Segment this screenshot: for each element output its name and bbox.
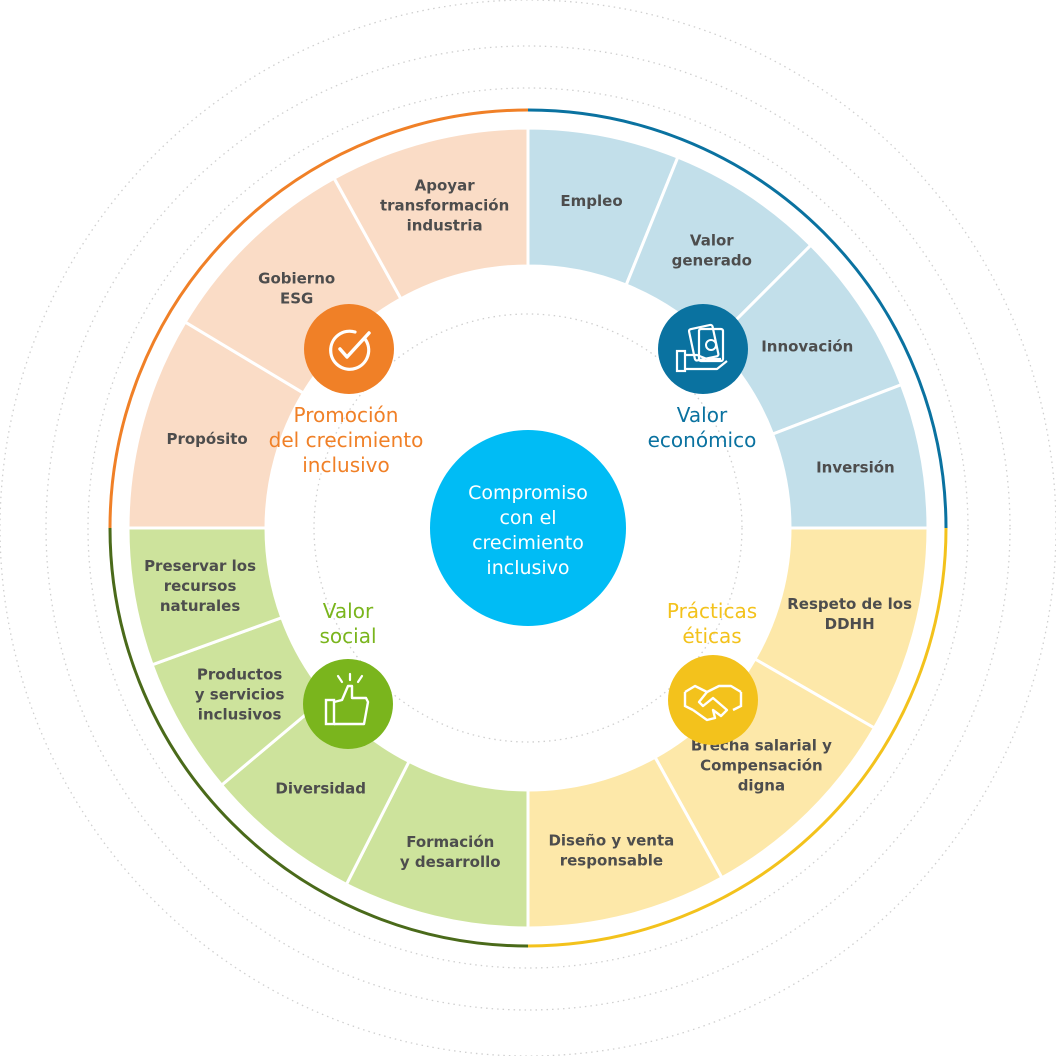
- outer-arc-promocion: [108, 108, 529, 529]
- segment-label-line: generado: [672, 251, 752, 269]
- segment-label-line: Respeto de los: [787, 595, 912, 613]
- thumbs-up-icon: [324, 672, 370, 726]
- segment-label-line: transformación: [380, 197, 509, 215]
- outer-arc-valor-social: [108, 527, 529, 948]
- segment-label-line: ESG: [280, 289, 313, 307]
- segment-label-line: Diversidad: [275, 780, 366, 798]
- money-hand-icon-badge: [658, 304, 748, 394]
- quadrant-title-line: del crecimiento: [269, 428, 424, 452]
- thumbs-up-icon-badge: [303, 659, 393, 749]
- segment-valor-social-3: [126, 526, 284, 667]
- segment-label-line: Empleo: [560, 192, 622, 210]
- quadrant-title-line: Valor: [323, 599, 374, 623]
- segment-label-promocion-0: Propósito: [166, 430, 247, 448]
- segment-label-line: DDHH: [825, 615, 875, 633]
- segment-label-line: responsable: [560, 851, 663, 869]
- segment-label-valor-social-0: Formación y desarrollo: [400, 833, 501, 871]
- quadrant-title-line: social: [319, 624, 376, 648]
- segment-label-line: Propósito: [166, 430, 247, 448]
- segment-label-promocion-2: Apoyar transformación industria: [380, 177, 509, 235]
- quadrant-title-line: económico: [648, 428, 757, 452]
- handshake-icon-badge: [668, 655, 758, 745]
- center-circle: [430, 430, 626, 626]
- segment-label-line: Apoyar: [415, 177, 476, 195]
- checkmark-icon-badge: [304, 304, 394, 394]
- segment-label-valor-economico-3: Inversión: [816, 458, 895, 476]
- segment-label-line: Gobierno: [258, 269, 335, 287]
- dotted-ring-outer-2: [87, 87, 969, 969]
- segment-label-line: Compensación: [700, 757, 823, 775]
- center-label-line: con el: [499, 507, 556, 529]
- segment-label-line: Valor: [690, 231, 734, 249]
- segment-label-valor-social-2: Productos y servicios inclusivos: [195, 666, 285, 724]
- segment-label-line: recursos: [164, 577, 237, 595]
- segment-label-line: Diseño y venta: [548, 831, 674, 849]
- segment-label-line: industria: [407, 217, 483, 235]
- dotted-ring-outer-1: [45, 45, 1011, 1011]
- handshake-icon: [683, 684, 743, 722]
- quadrant-title-line: Valor: [677, 403, 728, 427]
- quadrant-title-line: Prácticas: [667, 599, 757, 623]
- segment-label-line: Productos: [197, 666, 282, 684]
- segment-label-line: Preservar los: [144, 557, 256, 575]
- segment-label-line: digna: [738, 777, 785, 795]
- segment-label-line: Innovación: [761, 338, 853, 356]
- segment-label-practicas-eticas-2: Diseño y venta responsable: [548, 831, 674, 869]
- dotted-ring-inner: [313, 313, 743, 743]
- outer-arc-valor-economico: [527, 108, 948, 529]
- checkmark-icon: [329, 329, 371, 371]
- segment-label-valor-social-1: Diversidad: [275, 780, 366, 798]
- segment-label-line: y desarrollo: [400, 853, 501, 871]
- segment-label-line: y servicios: [195, 686, 285, 704]
- segment-label-line: Formación: [406, 833, 494, 851]
- center-label-line: crecimiento: [472, 532, 584, 554]
- quadrant-title-line: éticas: [682, 624, 741, 648]
- quadrant-title-line: Promoción: [294, 403, 399, 427]
- center-label: Compromiso con el crecimiento inclusivo: [468, 482, 588, 579]
- center-label-line: inclusivo: [486, 557, 569, 579]
- segment-label-valor-economico-1: Valor generado: [672, 231, 752, 269]
- segment-label-valor-social-3: Preservar los recursos naturales: [144, 557, 256, 615]
- quadrant-title-line: inclusivo: [302, 453, 390, 477]
- outer-arc-practicas-eticas: [527, 527, 948, 948]
- segment-label-valor-economico-2: Innovación: [761, 338, 853, 356]
- segment-label-line: inclusivos: [198, 706, 282, 724]
- segment-label-line: naturales: [160, 597, 240, 615]
- center-label-line: Compromiso: [468, 482, 588, 504]
- segment-label-valor-economico-0: Empleo: [560, 192, 622, 210]
- money-hand-icon: [675, 323, 728, 373]
- segment-label-line: Inversión: [816, 458, 895, 476]
